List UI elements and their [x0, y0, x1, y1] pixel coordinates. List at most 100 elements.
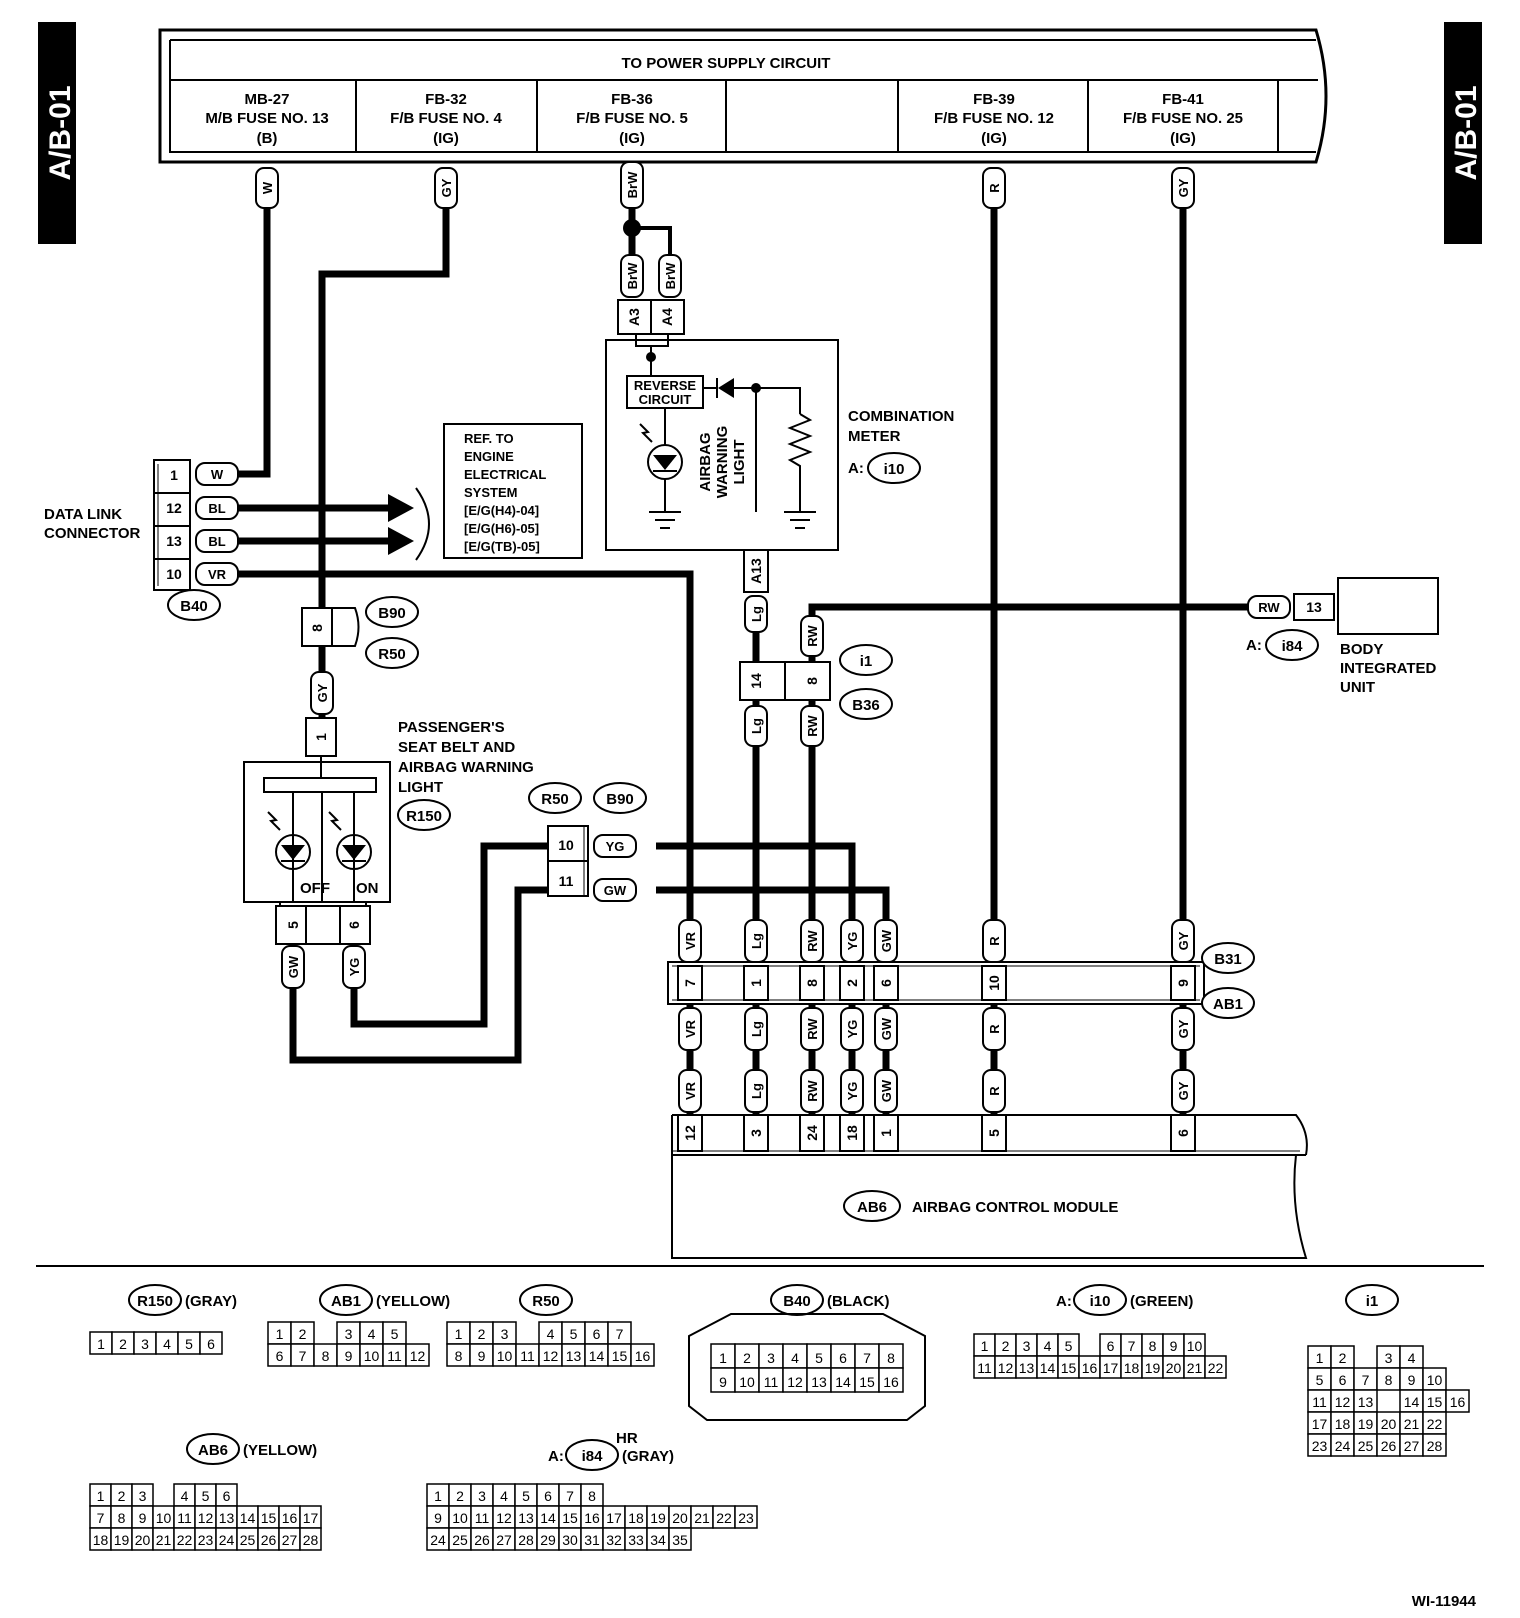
connector-pin-label: 28	[518, 1532, 534, 1548]
connector-pin-label: 20	[672, 1510, 688, 1526]
connector-pin-label: 11	[177, 1510, 192, 1526]
connector-pin-label: 1	[97, 1336, 105, 1352]
connector-pin-label: 15	[859, 1374, 875, 1390]
connector-pin-label: 9	[719, 1374, 727, 1390]
connector-pin-label: 28	[1427, 1438, 1443, 1454]
svg-text:[E/G(TB)-05]: [E/G(TB)-05]	[464, 539, 540, 554]
svg-text:10: 10	[166, 566, 182, 582]
svg-text:11: 11	[559, 873, 574, 889]
connector-pin-label: 20	[1166, 1360, 1182, 1376]
connector-color: (GRAY)	[622, 1448, 674, 1465]
connector-pin	[1422, 1433, 1447, 1457]
connector-pin-label: 7	[97, 1510, 105, 1526]
fuse-5-line2: F/B FUSE NO. 12	[934, 110, 1054, 127]
connector-pin-label: 16	[584, 1510, 600, 1526]
wire-tag: VR	[208, 567, 227, 582]
connector-pin-label: 5	[1065, 1338, 1073, 1354]
svg-text:R50: R50	[378, 646, 406, 663]
connector-pin-label: 9	[1408, 1372, 1416, 1388]
svg-text:R50: R50	[541, 791, 569, 808]
connector-badge-text: AB1	[331, 1293, 361, 1310]
connector-pin-label: 15	[1427, 1394, 1443, 1410]
connector-pin-label: 17	[606, 1510, 622, 1526]
fuse-3-line1: FB-36	[611, 91, 653, 108]
diode-icon	[718, 378, 734, 398]
light-label-1: AIRBAG	[697, 432, 714, 491]
ref-box: REF. TO ENGINE ELECTRICAL SYSTEM [E/G(H4…	[443, 423, 583, 559]
connector-pin-label: 5	[570, 1326, 578, 1342]
pin-a4: A4	[659, 308, 675, 326]
data-link-label-2: CONNECTOR	[44, 525, 141, 542]
light-rays-icon	[639, 423, 653, 443]
connector-pin-label: 15	[562, 1510, 578, 1526]
connector-badge-text: R50	[532, 1293, 560, 1310]
connector-pin	[734, 1367, 760, 1393]
svg-text:18: 18	[844, 1125, 860, 1141]
connector-pin-label: 22	[1427, 1416, 1443, 1432]
connector-pin-label: 13	[1358, 1394, 1374, 1410]
connector-pin-label: 6	[839, 1350, 847, 1366]
svg-text:1: 1	[170, 467, 178, 483]
svg-text:A/B-01: A/B-01	[44, 85, 77, 180]
connector-pin-label: 26	[474, 1532, 490, 1548]
sheet-tag-left: A/B-01	[38, 22, 77, 244]
fuse-labels: MB-27 M/B FUSE NO. 13 (B) FB-32 F/B FUSE…	[205, 91, 1243, 147]
connector-pin-label: 1	[981, 1338, 989, 1354]
connector-pin-label: 15	[1061, 1360, 1077, 1376]
connector-pin-label: 12	[1335, 1394, 1351, 1410]
svg-text:13: 13	[166, 533, 182, 549]
connector-pin-label: 5	[1316, 1372, 1324, 1388]
wire-tag: BL	[208, 501, 225, 516]
combination-meter: BrW BrW A3 A4 REVERSE CIRCUIT AIRBAG WAR…	[605, 226, 839, 633]
connector-pin-label: 4	[163, 1336, 171, 1352]
wire-tag: RW	[1258, 600, 1280, 615]
connector-pin-label: 21	[694, 1510, 710, 1526]
svg-text:ON: ON	[356, 880, 379, 897]
svg-text:[E/G(H6)-05]: [E/G(H6)-05]	[464, 521, 539, 536]
wire-tag: Lg	[749, 933, 764, 949]
connector-pin-label: 13	[518, 1510, 534, 1526]
svg-text:13: 13	[1306, 599, 1322, 615]
led-off-icon	[275, 834, 311, 870]
connector-pin-label: 12	[198, 1510, 214, 1526]
svg-text:3: 3	[748, 1129, 764, 1137]
wire-tag: W	[260, 181, 275, 194]
svg-text:1: 1	[748, 979, 764, 987]
reverse-label-1: REVERSE	[634, 378, 696, 393]
connector-pin-label: 16	[1082, 1360, 1098, 1376]
svg-text:24: 24	[804, 1125, 820, 1141]
connector-pin-label: 10	[1187, 1338, 1203, 1354]
connector-pin-label: 10	[739, 1374, 755, 1390]
connector-pin-label: 23	[1312, 1438, 1328, 1454]
connector-pin-label: 2	[1002, 1338, 1010, 1354]
connector-pin-label: 32	[606, 1532, 622, 1548]
connector-prefix: A:	[548, 1448, 564, 1465]
connector-pin-label: 14	[240, 1510, 256, 1526]
connector-pin-label: 4	[791, 1350, 799, 1366]
connector-pin-label: 2	[118, 1488, 126, 1504]
connector-pin-label: 4	[1408, 1350, 1416, 1366]
resistor-icon	[787, 413, 813, 512]
wire-tag: GY	[1176, 1019, 1191, 1038]
connector-pin-label: 4	[547, 1326, 555, 1342]
connector-pin	[668, 1527, 692, 1551]
connector-badge	[167, 589, 221, 621]
connector-pin-label: 5	[391, 1326, 399, 1342]
connector-pin-label: 8	[1385, 1372, 1393, 1388]
fuse-3-line3: (IG)	[619, 130, 645, 147]
wire-tag: RW	[805, 625, 820, 647]
connector-prefix: A:	[1056, 1293, 1072, 1310]
connector-pin-label: 2	[119, 1336, 127, 1352]
svg-text:BODY: BODY	[1340, 641, 1383, 658]
connector-pin	[1445, 1389, 1470, 1413]
wire-tag: RW	[805, 1018, 820, 1040]
svg-text:8: 8	[804, 677, 820, 685]
svg-text:1: 1	[313, 733, 329, 741]
svg-text:2: 2	[844, 979, 860, 987]
connector-pin-label: 25	[1358, 1438, 1374, 1454]
svg-text:ENGINE: ENGINE	[464, 449, 514, 464]
svg-text:UNIT: UNIT	[1340, 679, 1375, 696]
connector-pin-label: 14	[835, 1374, 851, 1390]
